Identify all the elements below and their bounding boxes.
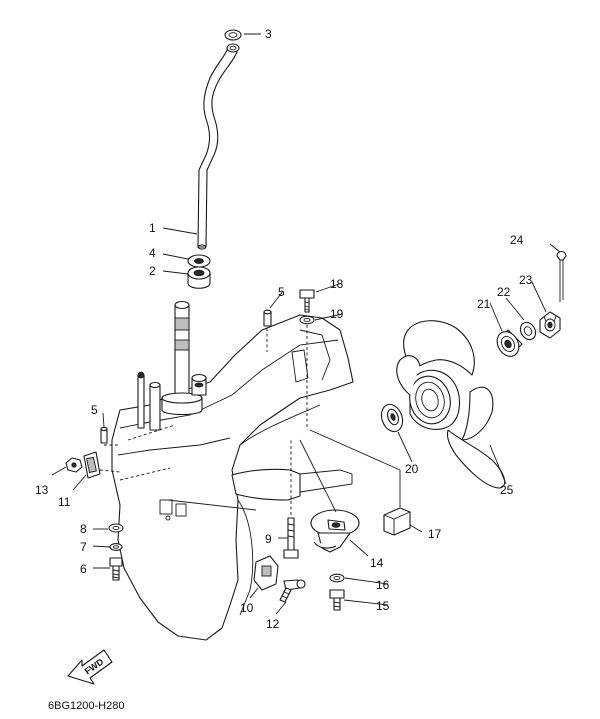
part-5-dowel-pin-top xyxy=(263,309,272,352)
part-1-water-tube xyxy=(197,43,240,250)
callout-19: 19 xyxy=(330,307,344,321)
leader-lines xyxy=(51,33,547,615)
callout-20: 20 xyxy=(405,462,419,476)
drawing-code: 6BG1200-H280 xyxy=(48,700,124,712)
callout-14: 14 xyxy=(370,556,384,570)
callout-13: 13 xyxy=(35,483,49,497)
callout-12: 12 xyxy=(266,617,280,631)
callout-labels: 3 1 4 2 5 5 13 11 8 7 6 9 10 12 14 15 16… xyxy=(35,27,533,631)
part-24-cotter-pin xyxy=(549,243,567,302)
callout-5-top: 5 xyxy=(278,285,285,299)
part-4-seal xyxy=(187,254,211,268)
part-7-washer xyxy=(109,543,123,551)
part-13-nut xyxy=(65,457,83,473)
part-5-dowel-pin-left xyxy=(100,426,120,446)
drive-shaft-assembly xyxy=(161,300,207,416)
part-9-bolt xyxy=(283,440,299,559)
callout-18: 18 xyxy=(330,277,344,291)
callout-10: 10 xyxy=(240,601,254,615)
part-16-washer xyxy=(329,573,345,583)
callout-24: 24 xyxy=(510,233,524,247)
lower-unit-housing xyxy=(111,314,354,641)
part-17-anode-block xyxy=(309,429,411,536)
callout-1: 1 xyxy=(149,221,156,235)
part-15-bolt xyxy=(329,589,345,611)
part-8-washer xyxy=(108,523,124,533)
part-21-spacer xyxy=(496,329,523,357)
part-10-bracket xyxy=(167,499,279,591)
part-14-anode xyxy=(299,439,360,553)
part-18-bolt xyxy=(299,289,315,313)
part-22-washer xyxy=(519,321,537,341)
part-2-seal xyxy=(187,266,211,289)
callout-16: 16 xyxy=(376,578,390,592)
callout-25: 25 xyxy=(500,483,514,497)
part-11-plate xyxy=(83,451,121,479)
callout-21: 21 xyxy=(477,297,491,311)
callout-7: 7 xyxy=(80,540,87,554)
callout-5-left: 5 xyxy=(91,403,98,417)
callout-3: 3 xyxy=(265,27,272,41)
callout-6: 6 xyxy=(80,562,87,576)
part-19-washer xyxy=(299,315,315,430)
part-20-thrust-washer xyxy=(380,403,404,433)
callout-8: 8 xyxy=(80,522,87,536)
part-23-nut xyxy=(539,311,561,339)
callout-22: 22 xyxy=(497,285,511,299)
callout-15: 15 xyxy=(376,599,390,613)
part-25-propeller xyxy=(396,320,506,489)
callout-17: 17 xyxy=(428,527,442,541)
part-6-bolt xyxy=(109,557,123,581)
callout-2: 2 xyxy=(149,264,156,278)
shift-rod xyxy=(127,371,176,441)
callout-9: 9 xyxy=(265,532,272,546)
part-12-bolt xyxy=(279,579,306,603)
callout-11: 11 xyxy=(58,495,71,509)
callout-4: 4 xyxy=(149,246,156,260)
callout-23: 23 xyxy=(519,273,533,287)
part-3-grommet xyxy=(224,29,242,41)
fwd-arrow-icon: FWD xyxy=(67,649,113,685)
